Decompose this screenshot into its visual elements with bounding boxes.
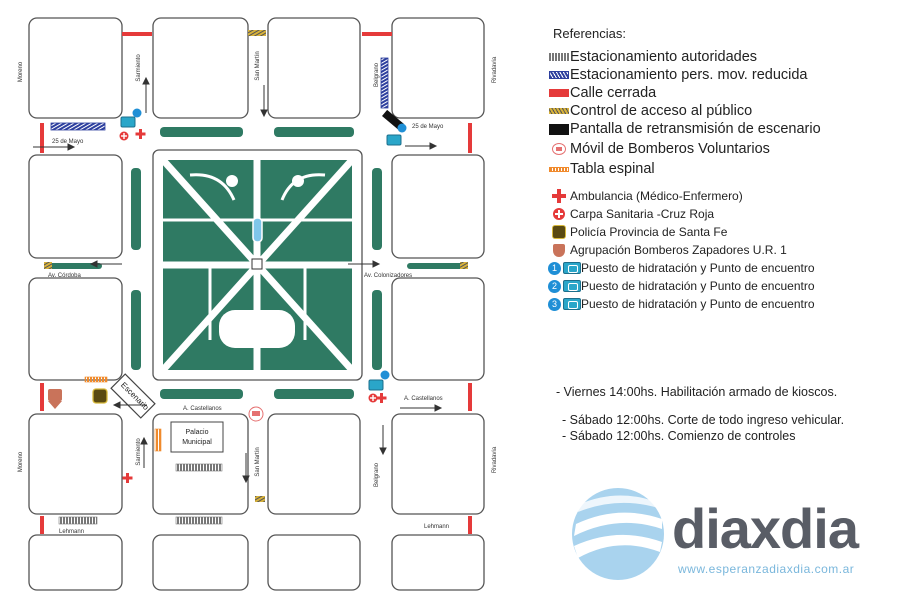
- firefighters-shield-icon: [48, 389, 62, 409]
- main-plaza: [152, 149, 363, 381]
- schedule-saturday-2: - Sábado 12:00hs. Comienzo de controles: [562, 429, 796, 443]
- number-2-icon: 2: [548, 279, 561, 293]
- street-lehmann-left: Lehmann: [59, 529, 84, 535]
- logo-globe-icon: [572, 488, 664, 580]
- hydration-point-2: [386, 123, 407, 146]
- legend-item-screen: Pantalla de retransmisión de escenario: [548, 120, 893, 138]
- hydration-icon: [563, 298, 581, 310]
- fire-truck-icon: [552, 143, 566, 155]
- street-moreno-top: Moreno: [18, 61, 24, 82]
- legend-item-ambulance: Ambulancia (Médico-Enfermero): [548, 187, 893, 205]
- ambulance-cross-icon: [552, 189, 566, 203]
- yellow-swatch-icon: [549, 108, 569, 114]
- stage: Escenario: [110, 373, 156, 419]
- schedule: - Viernes 14:00hs. Habilitación armado d…: [556, 385, 844, 445]
- street-sarmiento-bottom: Sarmiento: [136, 438, 142, 466]
- legend-item-authority-parking: Estacionamiento autoridades: [548, 48, 893, 66]
- street-lehmann-right: Lehmann: [424, 524, 449, 530]
- police-icon: [92, 388, 108, 404]
- street-25-de-mayo-right: 25 de Mayo: [412, 124, 444, 130]
- street-moreno-bottom: Moreno: [18, 451, 24, 472]
- closed-streets: [40, 32, 472, 534]
- street-labels: Moreno Moreno Sarmiento Sarmiento San Ma…: [18, 51, 498, 535]
- schedule-saturday-1: - Sábado 12:00hs. Corte de todo ingreso …: [562, 413, 845, 427]
- legend-item-fire-truck: Móvil de Bomberos Voluntarios: [548, 138, 893, 160]
- orange-swatch-icon: [549, 166, 569, 172]
- street-25-de-mayo-left: 25 de Mayo: [52, 139, 84, 145]
- palacio-municipal: Palacio Municipal: [170, 421, 224, 453]
- legend-item-spine-board: Tabla espinal: [548, 160, 893, 178]
- street-av-colonizadores: Av. Colonizadores: [364, 273, 412, 279]
- blue-swatch-icon: [549, 71, 569, 79]
- street-a-castellanos-right: A. Castellanos: [404, 396, 443, 402]
- green-medians: [44, 127, 465, 399]
- reduced-mobility-parking: [50, 57, 389, 131]
- firefighters-shield-icon: [553, 243, 565, 257]
- diaxdia-logo: diaxdia www.esperanzadiaxdia.com.ar: [568, 484, 898, 594]
- legend-item-reduced-mobility: Estacionamiento pers. mov. reducida: [548, 66, 893, 84]
- city-blocks: [28, 17, 485, 591]
- spine-boards: [84, 376, 162, 452]
- black-swatch-icon: [549, 123, 569, 135]
- street-sarmiento-top: Sarmiento: [136, 54, 142, 82]
- event-map: Escenario Palacio Municipal Moreno Moren…: [18, 17, 498, 591]
- red-swatch-icon: [549, 89, 569, 97]
- legend-item-firefighters: Agrupación Bomberos Zapadores U.R. 1: [548, 241, 893, 259]
- palacio-label-2: Municipal: [182, 439, 212, 446]
- number-3-icon: 3: [548, 297, 561, 311]
- legend-title: Referencias:: [553, 26, 626, 41]
- street-san-martin-top: San Martín: [255, 51, 261, 80]
- street-belgrano-top: Belgrano: [374, 62, 380, 87]
- street-belgrano-bottom: Belgrano: [374, 462, 380, 487]
- schedule-friday: - Viernes 14:00hs. Habilitación armado d…: [556, 385, 838, 399]
- access-controls: [44, 30, 468, 502]
- logo-word: diaxdia: [672, 497, 859, 560]
- legend-item-red-cross: Carpa Sanitaria -Cruz Roja: [548, 205, 893, 223]
- number-1-icon: 1: [548, 261, 561, 275]
- street-rivadavia-bottom: Rivadavia: [492, 446, 498, 473]
- red-cross-icon: [553, 208, 565, 220]
- hydration-point-3: [368, 370, 390, 391]
- legend-item-access-control: Control de acceso al público: [548, 102, 893, 120]
- hydration-icon: [563, 280, 581, 292]
- legend-item-police: Policía Provincia de Santa Fe: [548, 223, 893, 241]
- ambulance-icons: [122, 129, 387, 483]
- hydration-point-1: [120, 108, 142, 128]
- street-rivadavia-top: Rivadavia: [492, 56, 498, 83]
- stage-screen: [382, 109, 404, 131]
- logo-url: www.esperanzadiaxdia.com.ar: [678, 562, 855, 576]
- legend: Referencias: Estacionamiento autoridades…: [548, 26, 893, 313]
- authority-parking: [58, 463, 223, 525]
- street-san-martin-bottom: San Martín: [255, 447, 261, 476]
- street-a-castellanos-left: A. Castellanos: [183, 406, 222, 412]
- fire-truck-icon: [248, 406, 264, 422]
- palacio-label-1: Palacio: [186, 429, 209, 436]
- street-av-cordoba: Av. Córdoba: [48, 273, 81, 279]
- legend-item-closed-street: Calle cerrada: [548, 84, 893, 102]
- hydration-icon: [563, 262, 581, 274]
- police-badge-icon: [552, 225, 566, 239]
- red-cross-tents: [119, 131, 378, 403]
- traffic-arrows: [33, 76, 443, 484]
- hatch-swatch-icon: [549, 53, 569, 61]
